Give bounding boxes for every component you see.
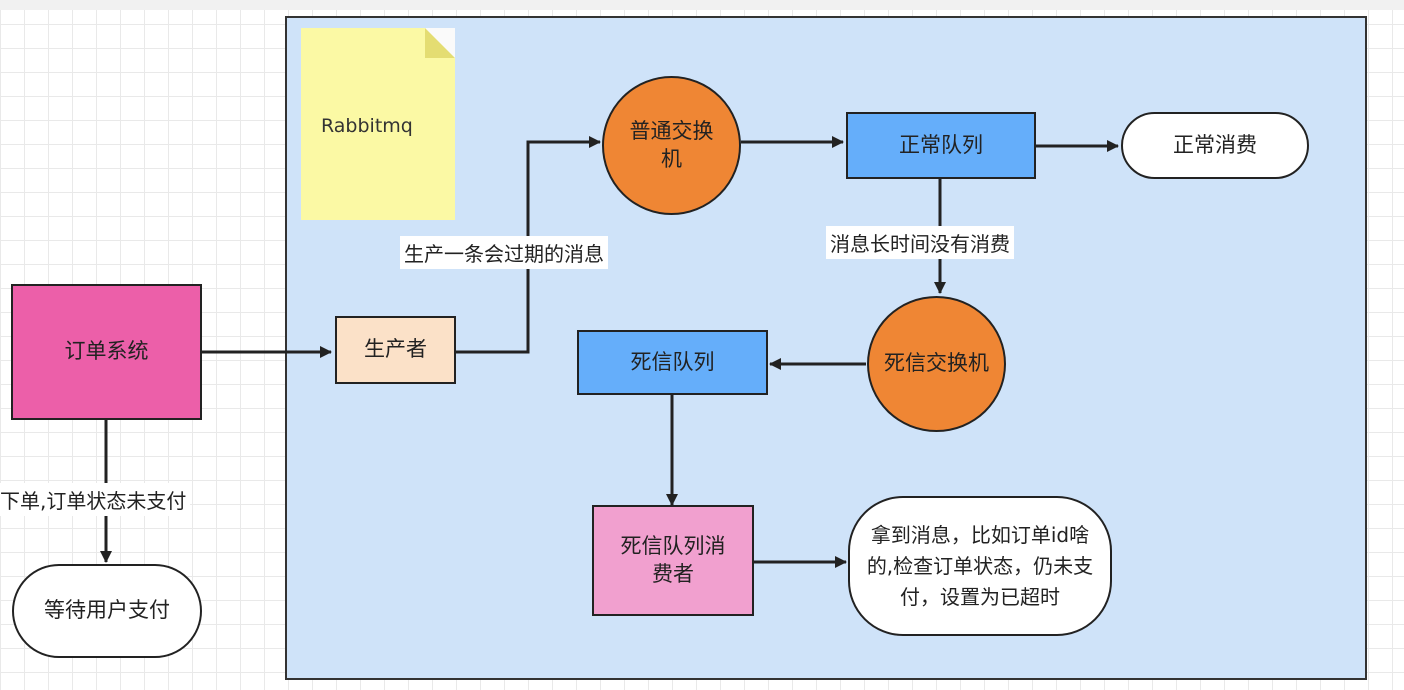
top-strip [0,0,1404,10]
edge-label-not-consumed: 消息长时间没有消费 [826,226,1014,259]
note-label: Rabbitmq [321,115,413,137]
edge-label-order-unpaid: 下单,订单状态未支付 [0,483,191,516]
note-fold [425,28,455,58]
dead-letter-queue-node: 死信队列 [577,330,768,395]
producer-node: 生产者 [335,316,456,384]
rabbitmq-note [301,28,455,220]
edge-label-produce-expiring: 生产一条会过期的消息 [400,236,608,269]
dlx-exchange-node: 死信交换机 [867,296,1006,432]
normal-consume-node: 正常消费 [1121,112,1309,179]
wait-payment-node: 等待用户支付 [12,564,202,658]
normal-queue-node: 正常队列 [846,112,1036,179]
order-system-node: 订单系统 [11,284,202,420]
normal-exchange-node: 普通交换机 [602,76,741,215]
result-node: 拿到消息，比如订单id啥的,检查订单状态，仍未支付，设置为已超时 [848,496,1112,636]
dlq-consumer-node: 死信队列消费者 [592,505,754,616]
